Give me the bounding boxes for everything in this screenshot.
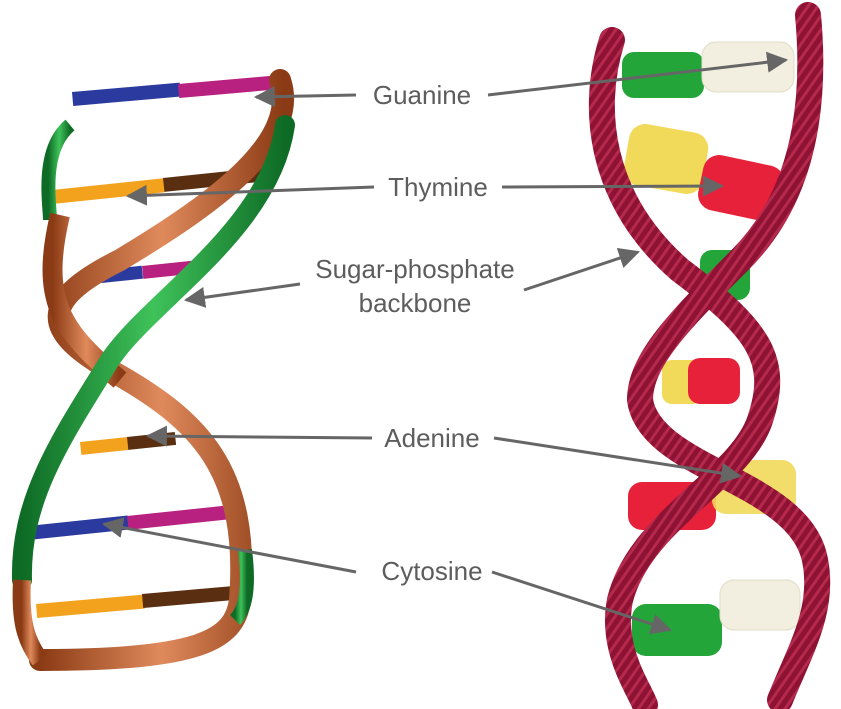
label-thymine: Thymine (388, 172, 488, 202)
candy-pair-6 (632, 580, 800, 656)
dna-illustration (22, 75, 285, 660)
arrow-adenine-left (148, 436, 372, 438)
base-pair-5 (28, 505, 238, 540)
arrow-thymine-right (502, 186, 722, 187)
candy-pair-2 (621, 122, 787, 224)
label-backbone-group: Sugar-phosphate backbone (186, 252, 638, 318)
arrow-backbone-left (186, 284, 300, 300)
label-backbone-line2: backbone (359, 288, 472, 318)
base-pair-1 (72, 75, 279, 106)
label-guanine: Guanine (373, 80, 471, 110)
candy-dna-model (602, 15, 817, 705)
label-adenine: Adenine (384, 423, 479, 453)
arrow-cytosine-right (492, 572, 670, 630)
arrow-guanine-left (256, 95, 356, 97)
label-cytosine: Cytosine (381, 556, 482, 586)
backbone-green-strand (48, 125, 70, 220)
candy-pair-4 (662, 358, 740, 404)
arrow-backbone-right (524, 252, 638, 290)
label-cytosine-group: Cytosine (104, 524, 670, 630)
label-backbone-line1: Sugar-phosphate (315, 254, 514, 284)
base-pair-6 (36, 585, 251, 618)
